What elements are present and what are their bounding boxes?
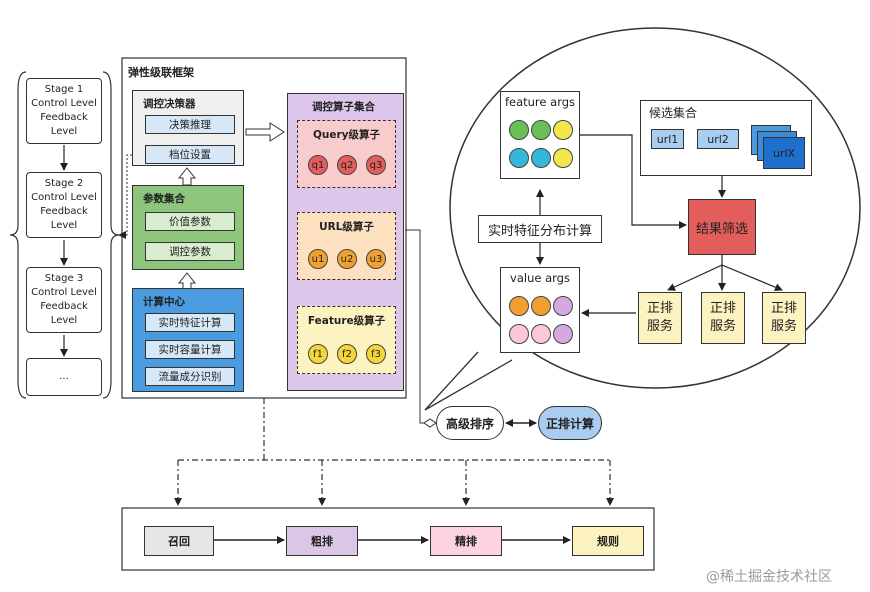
- stage-3-label: Stage 3 Control Level Feedback Level: [31, 273, 97, 326]
- value-param: 价值参数: [145, 212, 235, 231]
- q3-node: q3: [366, 155, 386, 175]
- forward-service-3: 正排 服务: [762, 292, 806, 344]
- operators-panel: 调控算子集合 Query级算子 q1 q2 q3 URL级算子 u1 u2 u3…: [287, 93, 404, 391]
- feature-dot: [553, 120, 573, 140]
- realtime-distribution-calc: 实时特征分布计算: [478, 215, 602, 243]
- u1-node: u1: [308, 249, 328, 269]
- value-args-box: value args: [500, 267, 580, 353]
- feature-args-box: feature args: [500, 91, 580, 179]
- value-dot: [509, 296, 529, 316]
- pipeline-fine-rank: 精排: [430, 526, 502, 556]
- forward-service-2: 正排 服务: [701, 292, 745, 344]
- f2-node: f2: [337, 344, 357, 364]
- value-dot: [531, 324, 551, 344]
- result-filter: 结果筛选: [688, 199, 756, 255]
- f3-node: f3: [366, 344, 386, 364]
- stage-more-label: ...: [59, 371, 69, 382]
- feature-args-label: feature args: [504, 95, 576, 109]
- stage-3-box: Stage 3 Control Level Feedback Level: [26, 267, 102, 333]
- decision-reasoning: 决策推理: [145, 115, 235, 134]
- params-panel: 参数集合 价值参数 调控参数: [132, 185, 244, 270]
- query-operator-group: Query级算子 q1 q2 q3: [297, 120, 396, 188]
- level-setting: 档位设置: [145, 145, 235, 164]
- value-dot: [509, 324, 529, 344]
- u2-node: u2: [337, 249, 357, 269]
- u3-node: u3: [366, 249, 386, 269]
- pipeline-recall: 召回: [144, 526, 214, 556]
- value-dot: [553, 324, 573, 344]
- stage-1-label: Stage 1 Control Level Feedback Level: [31, 84, 97, 137]
- stage-1-box: Stage 1 Control Level Feedback Level: [26, 78, 102, 144]
- feature-dot: [509, 120, 529, 140]
- feature-dot: [509, 148, 529, 168]
- url-operator-group: URL级算子 u1 u2 u3: [297, 212, 396, 280]
- controller-panel: 调控决策器 决策推理 档位设置: [132, 90, 244, 166]
- feature-dot: [531, 120, 551, 140]
- operators-title: 调控算子集合: [312, 101, 375, 113]
- value-dot: [553, 296, 573, 316]
- value-dot: [531, 296, 551, 316]
- compute-title: 计算中心: [143, 296, 185, 308]
- feature-operator-title: Feature级算子: [307, 315, 386, 327]
- traffic-component-recognition: 流量成分识别: [145, 367, 235, 386]
- params-title: 参数集合: [143, 193, 185, 205]
- realtime-capacity-calc: 实时容量计算: [145, 340, 235, 359]
- candidates-title: 候选集合: [649, 106, 698, 120]
- compute-panel: 计算中心 实时特征计算 实时容量计算 流量成分识别: [132, 288, 244, 392]
- f1-node: f1: [308, 344, 328, 364]
- advanced-sort-node: 高级排序: [436, 406, 504, 440]
- feature-operator-group: Feature级算子 f1 f2 f3: [297, 306, 396, 374]
- control-param: 调控参数: [145, 242, 235, 261]
- controller-title: 调控决策器: [143, 98, 196, 110]
- feature-dot: [531, 148, 551, 168]
- value-args-label: value args: [510, 271, 570, 285]
- url2-item: url2: [697, 129, 739, 149]
- realtime-feature-calc: 实时特征计算: [145, 313, 235, 332]
- framework-title: 弹性级联框架: [128, 66, 194, 79]
- candidates-box: 候选集合 url1 url2 urlX: [640, 100, 812, 176]
- forward-calc-node: 正排计算: [538, 406, 602, 440]
- urlx-item: urlX: [763, 137, 805, 169]
- stage-2-box: Stage 2 Control Level Feedback Level: [26, 172, 102, 238]
- pipeline-rules: 规则: [572, 526, 644, 556]
- watermark: @稀土掘金技术社区: [706, 569, 832, 585]
- url1-item: url1: [651, 129, 684, 149]
- forward-service-1: 正排 服务: [638, 292, 682, 344]
- stage-2-label: Stage 2 Control Level Feedback Level: [31, 178, 97, 231]
- query-operator-title: Query级算子: [312, 129, 381, 141]
- pipeline-coarse-rank: 粗排: [286, 526, 358, 556]
- q2-node: q2: [337, 155, 357, 175]
- feature-dot: [553, 148, 573, 168]
- url-operator-title: URL级算子: [319, 221, 374, 233]
- q1-node: q1: [308, 155, 328, 175]
- stage-more-box: ...: [26, 358, 102, 396]
